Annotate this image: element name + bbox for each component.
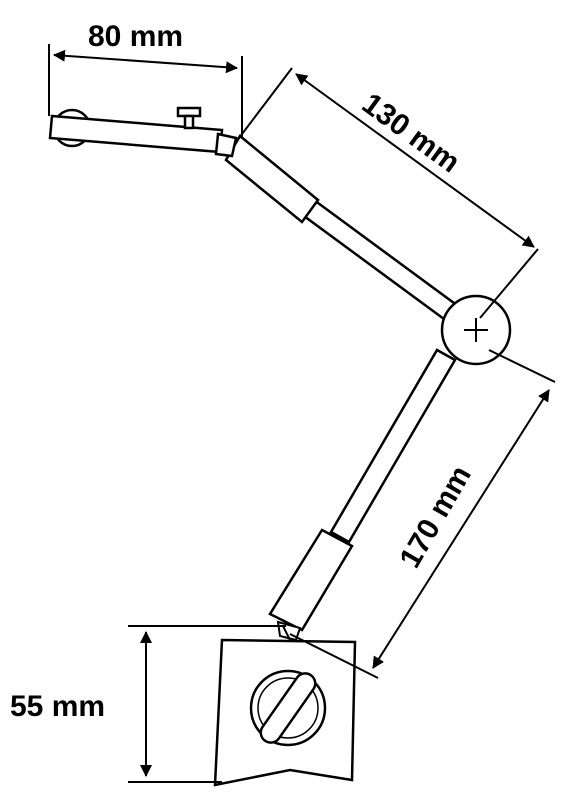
indicator-holder [48, 106, 238, 158]
joint-ball [440, 294, 512, 366]
lower-arm-length-label: 170 mm [393, 460, 477, 573]
switch-knob [249, 669, 327, 747]
dimension-base-height [128, 625, 286, 783]
dimension-holder-length [48, 44, 243, 138]
upper-arm-length-label: 130 mm [356, 87, 466, 179]
dimension-upper-arm-length [235, 67, 539, 319]
base-height-label: 55 mm [10, 690, 105, 723]
holder-length-label: 80 mm [88, 20, 183, 53]
dimension-lower-arm-length [289, 349, 556, 679]
upper-arm [224, 134, 460, 324]
lower-arm [268, 348, 457, 632]
